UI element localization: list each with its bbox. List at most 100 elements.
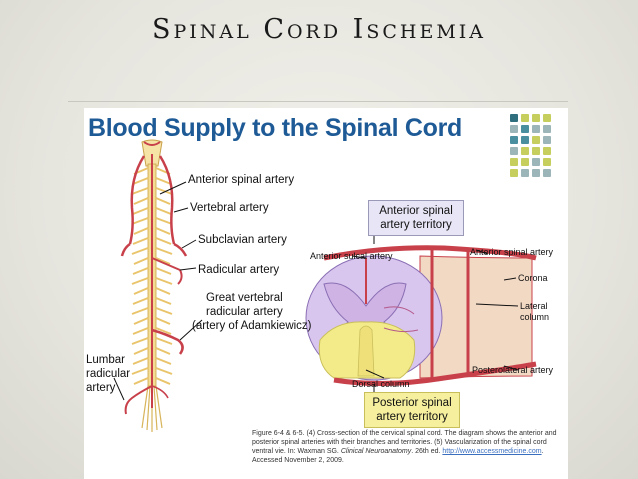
- nerve-root: [155, 317, 171, 325]
- caption-line-2: posterior spinal arteries with their bra…: [252, 439, 547, 446]
- caption-edition: . 26th ed.: [411, 448, 443, 455]
- label-column: column: [520, 312, 550, 322]
- nerve-root: [131, 277, 149, 285]
- posterior-territory-line2: artery territory: [376, 411, 448, 423]
- nerve-root: [132, 357, 149, 365]
- label-vertebral-artery: Vertebral artery: [190, 202, 269, 214]
- decorative-dot: [521, 169, 529, 177]
- decorative-dot: [521, 136, 529, 144]
- nerve-root: [155, 177, 172, 185]
- nerve-root: [131, 307, 149, 315]
- label-anterior-sulcal-artery: Anterior sulcal artery: [310, 251, 393, 261]
- label-lumbar: Lumbar: [86, 354, 125, 366]
- nerve-root: [155, 357, 172, 365]
- nerve-root: [155, 247, 173, 255]
- cross-section-pointers: [351, 226, 519, 398]
- anterior-territory-line1: Anterior spinal: [379, 205, 453, 217]
- caption-line-3: ventral vie. In: Waxman SG. Clinical Neu…: [252, 447, 562, 456]
- label-dorsal-column: Dorsal column: [352, 379, 410, 389]
- spinal-nerve-roots: [131, 167, 173, 385]
- decorative-dot: [543, 158, 551, 166]
- nerve-root: [132, 237, 149, 245]
- caption-source-link[interactable]: http://www.accessmedicine.com: [442, 448, 542, 455]
- figure-panel: Blood Supply to the Spinal Cord: [84, 108, 568, 479]
- nerve-root: [131, 187, 149, 195]
- decorative-dot: [510, 158, 518, 166]
- pointer-lines: [113, 181, 203, 401]
- posterior-territory-box: Posterior spinal artery territory: [364, 392, 460, 428]
- slide-title: Spinal Cord Ischemia: [151, 14, 487, 45]
- label-anterior-spinal-artery-right: Anterior spinal artery: [470, 247, 554, 257]
- nerve-root: [133, 287, 149, 295]
- label-artery-of-adamkiewicz: (artery of Adamkiewicz): [192, 320, 312, 332]
- spinal-cord-column: [141, 139, 163, 432]
- nerve-root: [155, 187, 173, 195]
- decorative-dot: [521, 158, 529, 166]
- anterior-territory-box: Anterior spinal artery territory: [368, 200, 464, 236]
- nerve-root: [133, 377, 149, 385]
- nerve-root: [155, 307, 173, 315]
- nerve-root: [132, 327, 149, 335]
- decorative-dot: [543, 114, 551, 122]
- label-radicular-artery: Radicular artery: [198, 264, 280, 276]
- decorative-dot: [521, 147, 529, 155]
- nerve-root: [133, 347, 149, 355]
- decorative-dot: [532, 147, 540, 155]
- nerve-root: [132, 297, 149, 305]
- caption-line-4: Accessed November 2, 2009.: [252, 457, 344, 464]
- nerve-root: [131, 367, 149, 375]
- nerve-root: [131, 247, 149, 255]
- decorative-dot: [510, 114, 518, 122]
- label-great-vertebral: Great vertebral: [206, 292, 283, 304]
- nerve-root: [155, 287, 171, 295]
- anterior-territory-line2: artery territory: [380, 219, 452, 231]
- nerve-root: [132, 177, 149, 185]
- label-artery: artery: [86, 382, 116, 394]
- nerve-root: [155, 297, 172, 305]
- nerve-root: [155, 337, 173, 345]
- caption-citation: ventral vie. In: Waxman SG.: [252, 448, 341, 455]
- caption-line-1: Figure 6-4 & 6-5. (4) Cross-section of t…: [252, 430, 557, 437]
- figure-heading: Blood Supply to the Spinal Cord: [88, 114, 463, 142]
- label-radicular-artery-2: radicular artery: [206, 306, 283, 318]
- decorative-dot: [521, 114, 529, 122]
- nerve-root: [131, 337, 149, 345]
- nerve-root: [155, 257, 171, 265]
- caption-period: .: [541, 448, 544, 455]
- decorative-dot: [510, 125, 518, 133]
- decorative-dot: [543, 136, 551, 144]
- nerve-root: [155, 197, 171, 205]
- nerve-root: [133, 257, 149, 265]
- label-subclavian-artery: Subclavian artery: [198, 234, 287, 246]
- nerve-root: [155, 277, 173, 285]
- nerve-root: [131, 217, 149, 225]
- decorative-dot: [543, 125, 551, 133]
- decorative-dot: [532, 114, 540, 122]
- decorative-dot: [532, 125, 540, 133]
- decorative-dot: [510, 136, 518, 144]
- spinal-cord-diagram: [113, 139, 537, 432]
- label-anterior-spinal-artery: Anterior spinal artery: [188, 174, 295, 186]
- decorative-dot: [543, 147, 551, 155]
- nerve-root: [155, 267, 172, 275]
- nerve-root: [155, 347, 171, 355]
- feeding-arteries: [120, 155, 188, 415]
- nerve-root: [155, 217, 173, 225]
- decorative-dot: [543, 169, 551, 177]
- nerve-root: [155, 377, 171, 385]
- cross-section-vessels: [305, 245, 537, 387]
- caption-book-title: Clinical Neuroanatomy: [340, 448, 412, 455]
- decorative-dot: [532, 169, 540, 177]
- decorative-dot: [521, 125, 529, 133]
- nerve-root: [133, 197, 149, 205]
- label-lateral: Lateral: [520, 301, 548, 311]
- nerve-root: [155, 367, 173, 375]
- nerve-root: [155, 237, 172, 245]
- nerve-root: [133, 317, 149, 325]
- title-divider: [68, 101, 568, 102]
- label-corona: Corona: [518, 273, 548, 283]
- nerve-root: [132, 207, 149, 215]
- nerve-root: [155, 227, 171, 235]
- figure-caption: Figure 6-4 & 6-5. (4) Cross-section of t…: [252, 429, 562, 465]
- nerve-root: [132, 267, 149, 275]
